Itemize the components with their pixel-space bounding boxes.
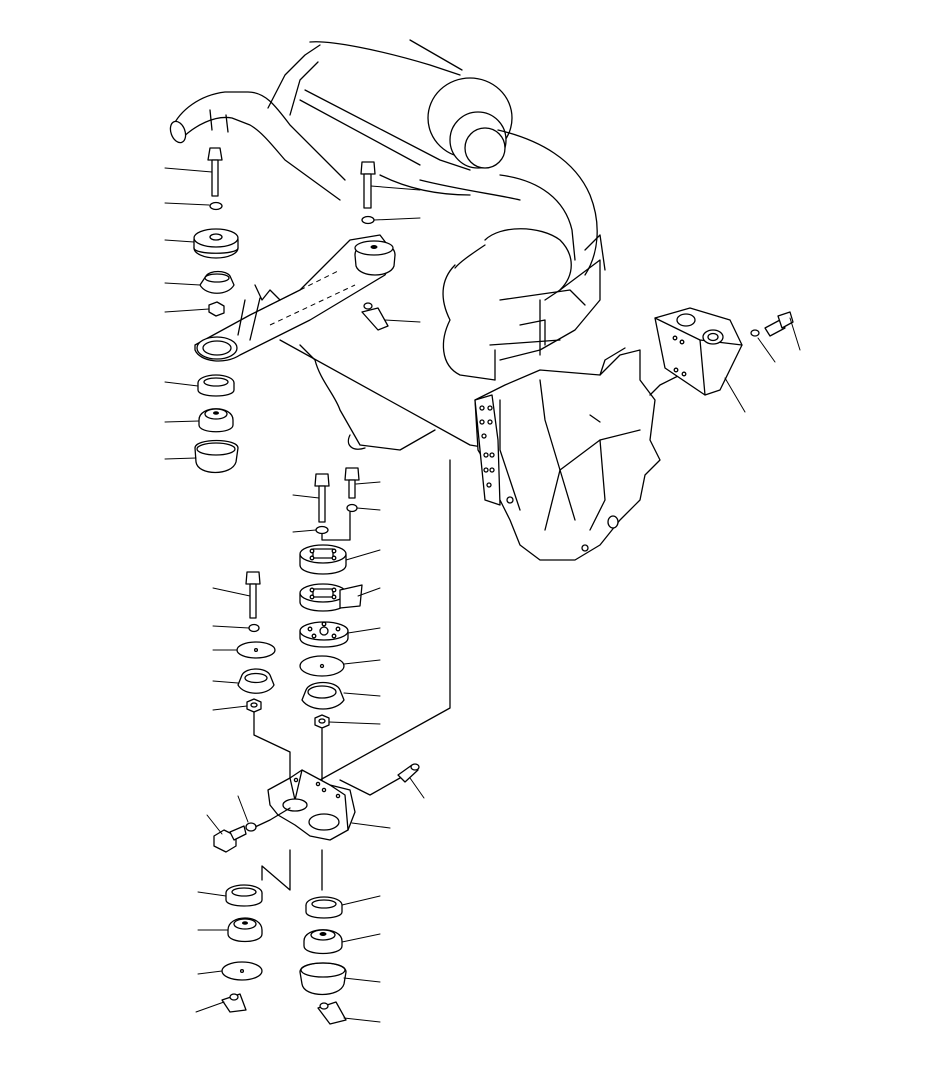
left-parts-stack-upper [165,148,238,473]
alignment-line-frame [280,340,500,450]
rear-mount-block [655,308,800,412]
transmission-housing [475,348,680,560]
left-parts-stack-middle [213,572,290,790]
engine-assembly [168,40,605,380]
center-parts-stack [293,468,380,838]
center-parts-upper [355,162,420,330]
alignment-line-lower [320,460,450,780]
lower-left-bolt [207,796,256,852]
center-parts-stack-lower [300,850,380,1024]
left-parts-stack-lower [196,850,290,1012]
front-mount-bracket [195,235,435,450]
lower-mount-bracket [253,764,424,840]
